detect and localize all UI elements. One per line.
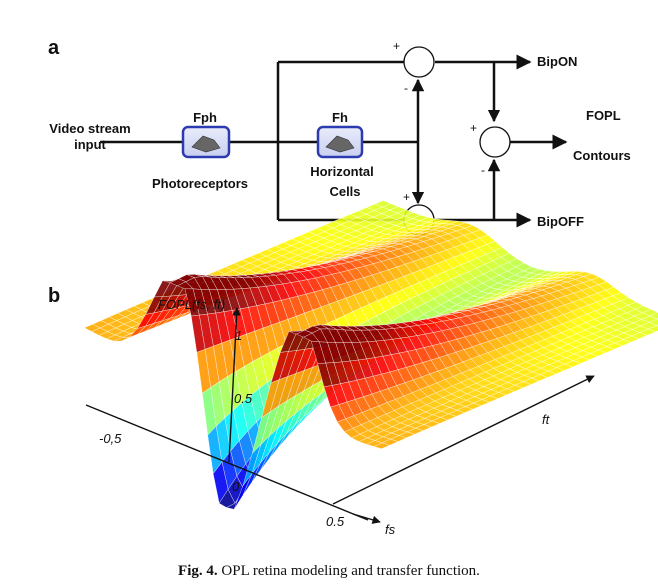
figure-caption: Fig. 4. OPL retina modeling and transfer… (0, 563, 658, 580)
horizontal-caption-line2: Cells (329, 184, 360, 199)
fh-title: Fh (332, 110, 348, 125)
z-axis-title-args: (fs, ft) (192, 297, 225, 312)
surface-thumbnail-icon (191, 135, 221, 153)
ft-axis-label: ft (542, 412, 551, 427)
caption-prefix: Fig. 4. (178, 563, 218, 579)
fs-tick-0-5: 0.5 (326, 514, 345, 529)
panel-a: a Video stream input Fph (48, 37, 631, 239)
input-label-line1: Video stream (49, 121, 130, 136)
panel-b-label: b (48, 285, 60, 307)
z-tick-0-5: 0.5 (234, 391, 253, 406)
bipon-label: BipON (537, 54, 577, 69)
input-label-line2: input (74, 137, 106, 152)
sign-plus-fopl: + (470, 121, 477, 135)
z-axis-title-main: FOPL (158, 297, 192, 312)
surface-cell (373, 442, 391, 449)
ft-axis (332, 375, 595, 505)
fph-title: Fph (193, 110, 217, 125)
sum-node-on (403, 46, 435, 78)
photoreceptors-caption: Photoreceptors (152, 176, 248, 191)
caption-text: OPL retina modeling and transfer functio… (217, 563, 480, 579)
z-axis (228, 307, 241, 463)
z-axis-title: FOPL(fs, ft) (158, 297, 225, 312)
contours-label: Contours (573, 148, 631, 163)
fopl-label: FOPL (586, 108, 621, 123)
transfer-function-surface (83, 200, 658, 510)
fs-tick-0: 0 (232, 479, 240, 494)
fs-tick-neg-0-5: -0,5 (99, 431, 122, 446)
horizontal-cells-filter-block: Fh Horizontal Cells (310, 110, 374, 199)
panel-a-label: a (48, 37, 60, 59)
sum-node-fopl (479, 126, 511, 158)
horizontal-caption-line1: Horizontal (310, 164, 374, 179)
z-tick-1: 1 (235, 328, 242, 343)
surface-axes (85, 307, 595, 524)
sign-plus-off: + (403, 190, 410, 204)
sign-plus-on: + (393, 39, 400, 53)
panel-b: b FOPL(fs, ft) 1 0.5 -0,5 0 0.5 ft fs (48, 200, 658, 537)
sign-minus-on: - (404, 81, 408, 95)
surface-thumbnail-icon (325, 135, 355, 153)
fs-axis (85, 404, 369, 521)
sign-minus-fopl: - (481, 163, 485, 177)
fs-axis-label: fs (385, 522, 396, 537)
bipoff-label: BipOFF (537, 214, 584, 229)
photoreceptor-filter-block: Fph Photoreceptors (152, 110, 248, 191)
